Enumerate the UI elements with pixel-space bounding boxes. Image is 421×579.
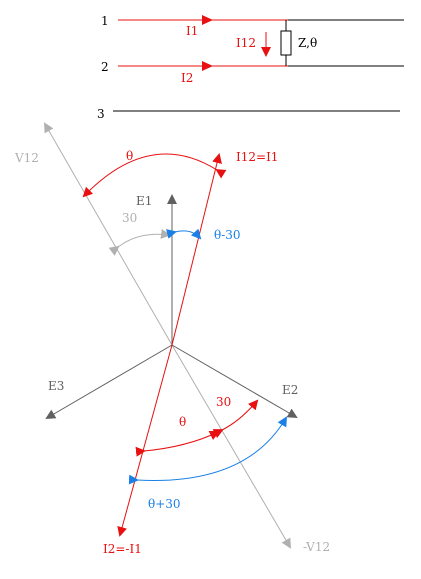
angle-30-bottom-label: 30	[216, 395, 231, 409]
theta-plus-30-arc	[128, 416, 288, 485]
i2-arrow-head	[202, 61, 213, 71]
v12-phasor	[44, 122, 173, 346]
line-label-1: 1	[101, 14, 109, 28]
theta-bottom-arc	[135, 430, 220, 457]
e1-label: E1	[136, 194, 152, 208]
line-label-3: 3	[97, 107, 105, 121]
v12-label: V12	[14, 151, 39, 165]
circuit: 1 2 3 I1 I2 I12 Z,θ	[97, 14, 404, 121]
impedance-box	[280, 30, 292, 56]
e2-label: E2	[282, 383, 298, 397]
current-i12-label: I12	[236, 36, 256, 50]
neg-v12-label: -V12	[303, 540, 330, 554]
angle-30-top-arc	[108, 228, 171, 256]
e3-phasor	[45, 344, 173, 420]
impedance-label: Z,θ	[298, 36, 317, 50]
e3-label: E3	[48, 379, 64, 393]
i12-i1-phasor	[171, 153, 222, 346]
theta-minus-30-label: θ-30	[214, 228, 241, 242]
i12-i1-label: I12=I1	[236, 150, 278, 164]
theta-bottom-label: θ	[179, 415, 186, 429]
e2-phasor	[171, 344, 298, 419]
angle-30-top-label: 30	[122, 211, 137, 225]
theta-minus-30-arc	[166, 228, 202, 240]
current-i1-label: I1	[186, 24, 198, 38]
neg-v12-phasor	[171, 344, 292, 549]
line-label-2: 2	[101, 60, 109, 74]
i1-arrow-head	[202, 15, 213, 25]
theta-top-arc	[82, 153, 227, 198]
i2-neg-i1-label: I2=-I1	[103, 542, 142, 556]
current-i2-label: I2	[181, 71, 193, 85]
theta-top-label: θ	[126, 149, 133, 163]
theta-plus-30-label: θ+30	[148, 497, 181, 511]
phasor-diagram: V12 -V12 E1 E2 E3 I12=I1 I2=-I1 θ 30 θ-3…	[14, 122, 330, 556]
